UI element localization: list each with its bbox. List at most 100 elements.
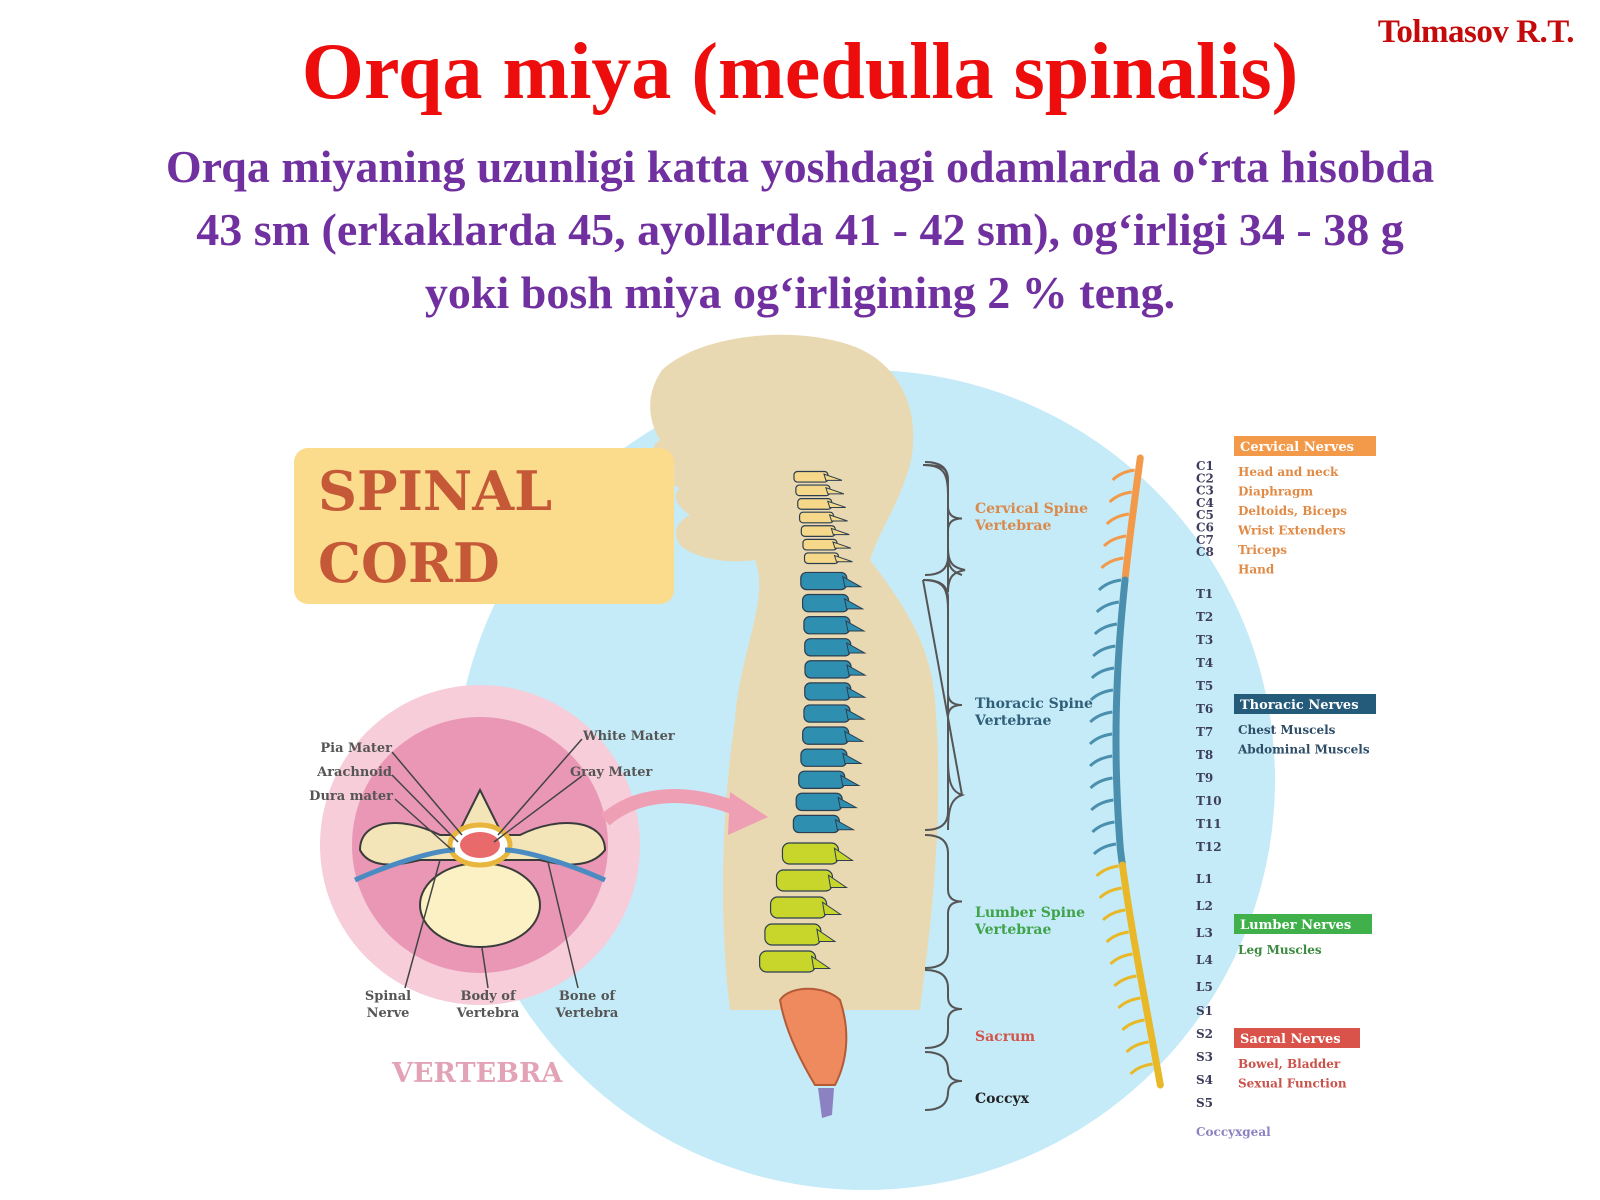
label-lumbar-1: Lumber Spine bbox=[975, 905, 1085, 921]
description-line-1: Orqa miyaning uzunligi katta yoshdagi od… bbox=[165, 141, 1435, 192]
segment-labels: C1C2C3C4C5C6C7C8T1T2T3T4T5T6T7T8T9T10T11… bbox=[1196, 459, 1271, 1139]
thoracic-vertebra bbox=[803, 704, 851, 723]
cervical-nerves-title: Cervical Nerves bbox=[1240, 440, 1354, 455]
segment-label-l5: L5 bbox=[1196, 980, 1213, 994]
cervical-vertebra bbox=[795, 484, 831, 497]
nerve-branch bbox=[1089, 776, 1113, 790]
label-sacrum: Sacrum bbox=[975, 1029, 1035, 1045]
thoracic-spinous-process bbox=[846, 664, 867, 676]
nerve-branch bbox=[1129, 1062, 1153, 1076]
spinal-cord-nerves bbox=[1088, 454, 1164, 1089]
segment-label-t5: T5 bbox=[1196, 679, 1213, 693]
description-line-2: 43 sm (erkaklarda 45, ayollarda 41 - 42 … bbox=[196, 204, 1404, 255]
region-brace bbox=[924, 834, 963, 969]
thoracic-vertebra bbox=[800, 571, 848, 591]
nerve-branch bbox=[1117, 996, 1141, 1010]
nerve-branch bbox=[1090, 798, 1114, 812]
label-thoracic-1: Thoracic Spine bbox=[975, 696, 1093, 712]
cervical-vertebra bbox=[803, 552, 840, 565]
label-white-mater: White Mater bbox=[582, 729, 675, 744]
coccyx-bone bbox=[818, 1088, 834, 1118]
thoracic-vertebra bbox=[804, 638, 852, 657]
thoracic-spinous-process bbox=[845, 619, 866, 632]
cervical-nerve-item: Triceps bbox=[1238, 543, 1287, 557]
spinal-cord-segment bbox=[1118, 861, 1149, 1004]
cervical-spinous-process bbox=[825, 486, 845, 495]
cervical-nerves-tag bbox=[1234, 436, 1376, 456]
region-brace bbox=[924, 461, 963, 576]
segment-label-l1: L1 bbox=[1196, 872, 1213, 886]
label-pia-mater: Pia Mater bbox=[320, 741, 392, 756]
segment-label-s5: S5 bbox=[1196, 1096, 1213, 1110]
lumbar-spinous-process bbox=[833, 847, 855, 862]
segment-label-c6: C6 bbox=[1196, 521, 1214, 535]
nerve-branch bbox=[1089, 688, 1114, 702]
sacral-nerves-tag bbox=[1234, 1028, 1360, 1048]
label-dura-mater: Dura mater bbox=[309, 789, 393, 804]
nerve-branch bbox=[1102, 908, 1126, 922]
cervical-nerve-item: Head and neck bbox=[1238, 465, 1339, 479]
segment-label-t12: T12 bbox=[1196, 840, 1222, 854]
segment-label-c8: C8 bbox=[1196, 545, 1214, 559]
spinal-cord-title-box bbox=[294, 448, 674, 604]
thoracic-vertebra bbox=[798, 770, 846, 790]
sacral-nerve-item: Bowel, Bladder bbox=[1238, 1057, 1341, 1071]
lumbar-nerve-item: Leg Muscles bbox=[1238, 943, 1322, 957]
segment-label-l2: L2 bbox=[1196, 899, 1213, 913]
label-body-1: Body of bbox=[460, 989, 516, 1004]
region-brace bbox=[924, 1051, 963, 1111]
segment-label-t2: T2 bbox=[1196, 610, 1213, 624]
nerve-branch bbox=[1089, 710, 1113, 724]
label-coccyx: Coccyx bbox=[975, 1091, 1030, 1107]
spinal-title-line-1: SPINAL bbox=[318, 459, 552, 523]
thoracic-nerve-item: Abdominal Muscels bbox=[1237, 743, 1370, 757]
label-arachnoid: Arachnoid bbox=[316, 765, 392, 780]
nerve-branch bbox=[1121, 1018, 1145, 1032]
nerve-branch bbox=[1092, 644, 1116, 658]
vertebra-title: VERTEBRA bbox=[391, 1058, 563, 1089]
thoracic-vertebra bbox=[804, 660, 852, 679]
lumbar-spinous-process bbox=[810, 955, 832, 970]
nerve-branch bbox=[1109, 952, 1133, 966]
cervical-vertebra bbox=[797, 498, 833, 510]
lumbar-vertebra bbox=[769, 896, 828, 919]
spinal-cord-segment bbox=[1141, 996, 1164, 1089]
nerve-branch bbox=[1098, 886, 1122, 900]
lumbar-vertebra bbox=[759, 950, 817, 973]
cervical-spinous-process bbox=[830, 527, 850, 536]
segment-label-l4: L4 bbox=[1196, 953, 1213, 967]
nerve-branch bbox=[1095, 864, 1119, 878]
nerve-branch bbox=[1103, 534, 1127, 548]
thoracic-vertebra bbox=[802, 726, 850, 745]
thoracic-spinous-process bbox=[846, 642, 867, 654]
label-gray-mater: Gray Mater bbox=[570, 765, 653, 780]
pointer-arrow-shaft bbox=[600, 789, 743, 826]
thoracic-vertebra bbox=[792, 814, 840, 834]
cervical-vertebra bbox=[802, 538, 838, 551]
vertebra-leader-lines bbox=[391, 738, 583, 989]
segment-label-s1: S1 bbox=[1196, 1004, 1213, 1018]
nerve-branch bbox=[1100, 556, 1124, 570]
segment-label-c2: C2 bbox=[1196, 471, 1214, 485]
thoracic-spinous-process bbox=[840, 774, 861, 787]
label-thoracic-2: Vertebrae bbox=[974, 713, 1051, 729]
segment-label-s2: S2 bbox=[1196, 1027, 1213, 1041]
cervical-spinous-process bbox=[832, 541, 852, 549]
sacral-nerves-title: Sacral Nerves bbox=[1240, 1032, 1341, 1047]
thoracic-spinous-process bbox=[842, 752, 863, 764]
lumbar-vertebra bbox=[775, 869, 834, 892]
spine-column bbox=[759, 470, 867, 973]
nerve-branch bbox=[1111, 468, 1135, 482]
thoracic-nerve-item: Chest Muscels bbox=[1238, 723, 1336, 737]
segment-label-t11: T11 bbox=[1196, 817, 1222, 831]
label-bone-1: Bone of bbox=[559, 989, 617, 1004]
thoracic-vertebra bbox=[804, 682, 852, 701]
segment-label-t7: T7 bbox=[1196, 725, 1213, 739]
cervical-nerve-item: Deltoids, Biceps bbox=[1238, 504, 1347, 518]
segment-label-s4: S4 bbox=[1196, 1073, 1213, 1087]
thoracic-spinous-process bbox=[843, 597, 865, 610]
pointer-arrow-head bbox=[728, 792, 768, 835]
thoracic-spinous-process bbox=[842, 575, 863, 588]
human-silhouette bbox=[650, 334, 939, 1010]
